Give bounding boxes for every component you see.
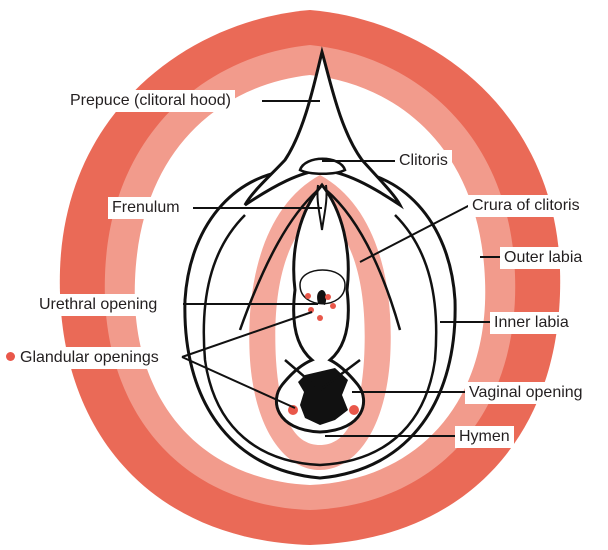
label-glandular-openings-text: Glandular openings: [20, 349, 159, 366]
label-inner-labia: Inner labia: [490, 312, 573, 334]
label-outer-labia: Outer labia: [500, 247, 586, 269]
urethral-opening-mark: [317, 290, 326, 305]
label-glandular-openings: Glandular openings: [2, 347, 163, 369]
label-hymen: Hymen: [455, 426, 514, 448]
label-crura-of-clitoris: Crura of clitoris: [468, 195, 584, 217]
label-frenulum: Frenulum: [108, 197, 184, 219]
label-clitoris: Clitoris: [395, 150, 452, 172]
label-urethral-opening: Urethral opening: [35, 294, 161, 316]
label-prepuce: Prepuce (clitoral hood): [66, 90, 235, 112]
red-dot-icon: [6, 352, 15, 361]
label-vaginal-opening: Vaginal opening: [465, 382, 587, 404]
